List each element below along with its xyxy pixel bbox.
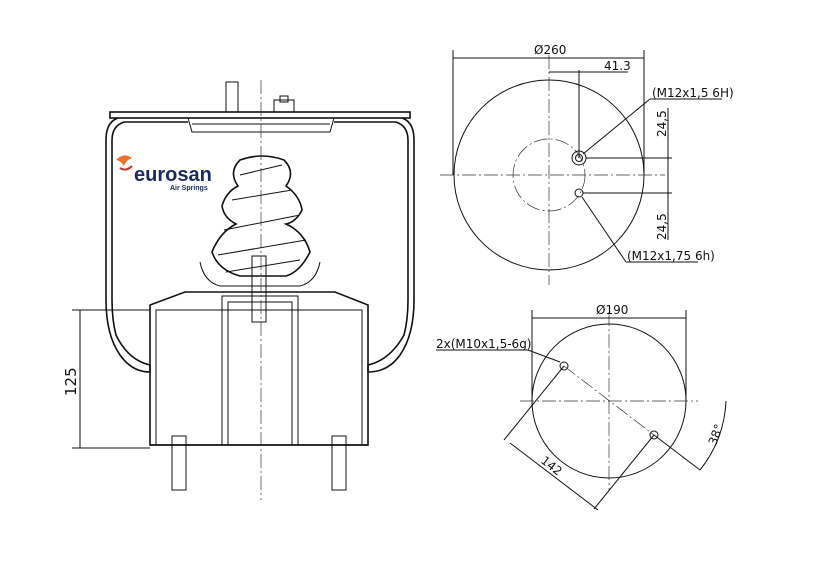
center-bolt <box>251 255 267 323</box>
logo-tagline: Air Springs <box>170 185 208 192</box>
lower-thread-hole <box>574 188 584 198</box>
offset-41-3: 41.3 <box>604 59 631 73</box>
piston-tube <box>221 295 299 446</box>
lower-stud-left <box>171 435 187 491</box>
angle-arc <box>699 400 727 471</box>
bolt-distance-142: 142 <box>538 453 565 478</box>
thread-bottom-label: 2x(M10x1,5-6g) <box>436 337 532 351</box>
top-view: Ø260 41.3 24,5 24,5 (M12x1,5 6H) (M12x1,… <box>440 43 734 285</box>
dim-24-5-upper: 24,5 <box>655 110 669 137</box>
logo-swirl-icon <box>116 155 132 166</box>
diameter-190: Ø190 <box>596 303 628 317</box>
bolt-hole-1 <box>559 361 569 371</box>
height-dim: 125 <box>62 367 80 396</box>
bellows-right <box>334 117 415 373</box>
thread-lower-label: (M12x1,75 6h) <box>627 249 715 263</box>
piston <box>149 291 369 446</box>
logo-brand: eurosan <box>134 164 212 186</box>
bottom-view: Ø190 2x(M10x1,5-6g) 142 38° <box>436 303 727 511</box>
bolt-hole-2 <box>649 430 659 440</box>
angle-38: 38° <box>706 422 726 447</box>
lower-stud-right <box>331 435 347 491</box>
thread-upper-label: (M12x1,5 6H) <box>652 86 734 100</box>
diameter-260: Ø260 <box>534 43 566 57</box>
eurosan-logo: eurosan Air Springs <box>116 155 212 192</box>
air-connector <box>273 99 295 113</box>
bump-stop <box>211 155 311 277</box>
dim-24-5-lower: 24,5 <box>655 213 669 240</box>
bellows-left <box>105 117 188 373</box>
upper-stud <box>225 81 239 113</box>
side-view: 125 <box>62 80 415 500</box>
